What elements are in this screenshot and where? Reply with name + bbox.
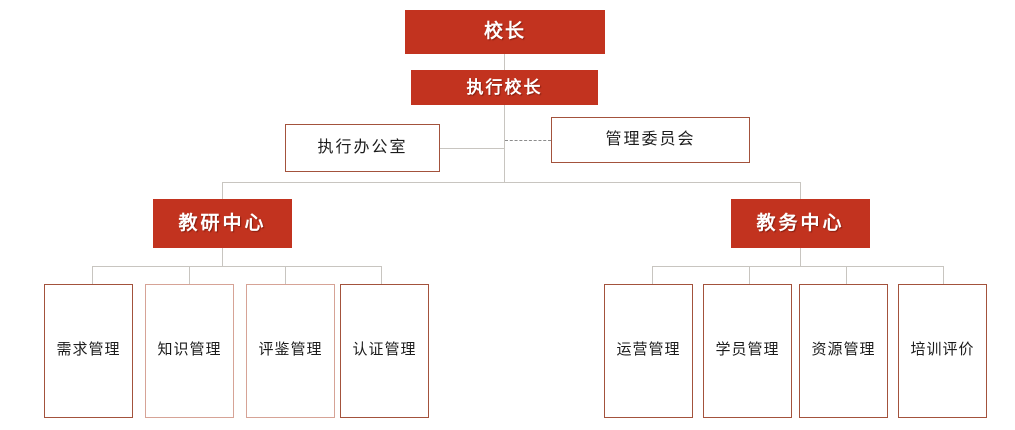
node-executive-principal[interactable]: 执行校长 — [411, 70, 598, 105]
connector-drop-teaching-research-center — [222, 182, 223, 199]
node-knowledge-management[interactable]: 知识管理 — [145, 284, 234, 418]
node-operations-management[interactable]: 运营管理 — [604, 284, 693, 418]
connector-drop-academic-affairs-center — [800, 182, 801, 199]
node-executive-office[interactable]: 执行办公室 — [285, 124, 440, 172]
node-certification-management[interactable]: 认证管理 — [340, 284, 429, 418]
connector-right-center-stem — [800, 248, 801, 266]
connector-right-drop-2 — [749, 266, 750, 284]
connector-right-drop-1 — [652, 266, 653, 284]
connector-left-drop-2 — [189, 266, 190, 284]
node-management-committee[interactable]: 管理委员会 — [551, 117, 750, 163]
connector-exec-principal-trunk — [504, 104, 505, 182]
connector-bus-centers — [222, 182, 801, 183]
connector-left-drop-3 — [285, 266, 286, 284]
node-teaching-research-center[interactable]: 教研中心 — [153, 199, 292, 248]
connector-left-drop-4 — [381, 266, 382, 284]
connector-left-bus — [92, 266, 381, 267]
node-training-evaluation[interactable]: 培训评价 — [898, 284, 987, 418]
connector-exec-office-to-trunk — [440, 148, 505, 149]
node-student-management[interactable]: 学员管理 — [703, 284, 792, 418]
connector-right-drop-3 — [846, 266, 847, 284]
node-demand-management[interactable]: 需求管理 — [44, 284, 133, 418]
node-academic-affairs-center[interactable]: 教务中心 — [731, 199, 870, 248]
connector-dashed-to-management-committee — [505, 140, 551, 141]
node-evaluation-management[interactable]: 评鉴管理 — [246, 284, 335, 418]
connector-principal-to-exec-principal — [504, 53, 505, 70]
connector-right-bus — [652, 266, 944, 267]
connector-left-center-stem — [222, 248, 223, 266]
connector-right-drop-4 — [943, 266, 944, 284]
node-resource-management[interactable]: 资源管理 — [799, 284, 888, 418]
node-principal[interactable]: 校长 — [405, 10, 605, 54]
connector-left-drop-1 — [92, 266, 93, 284]
